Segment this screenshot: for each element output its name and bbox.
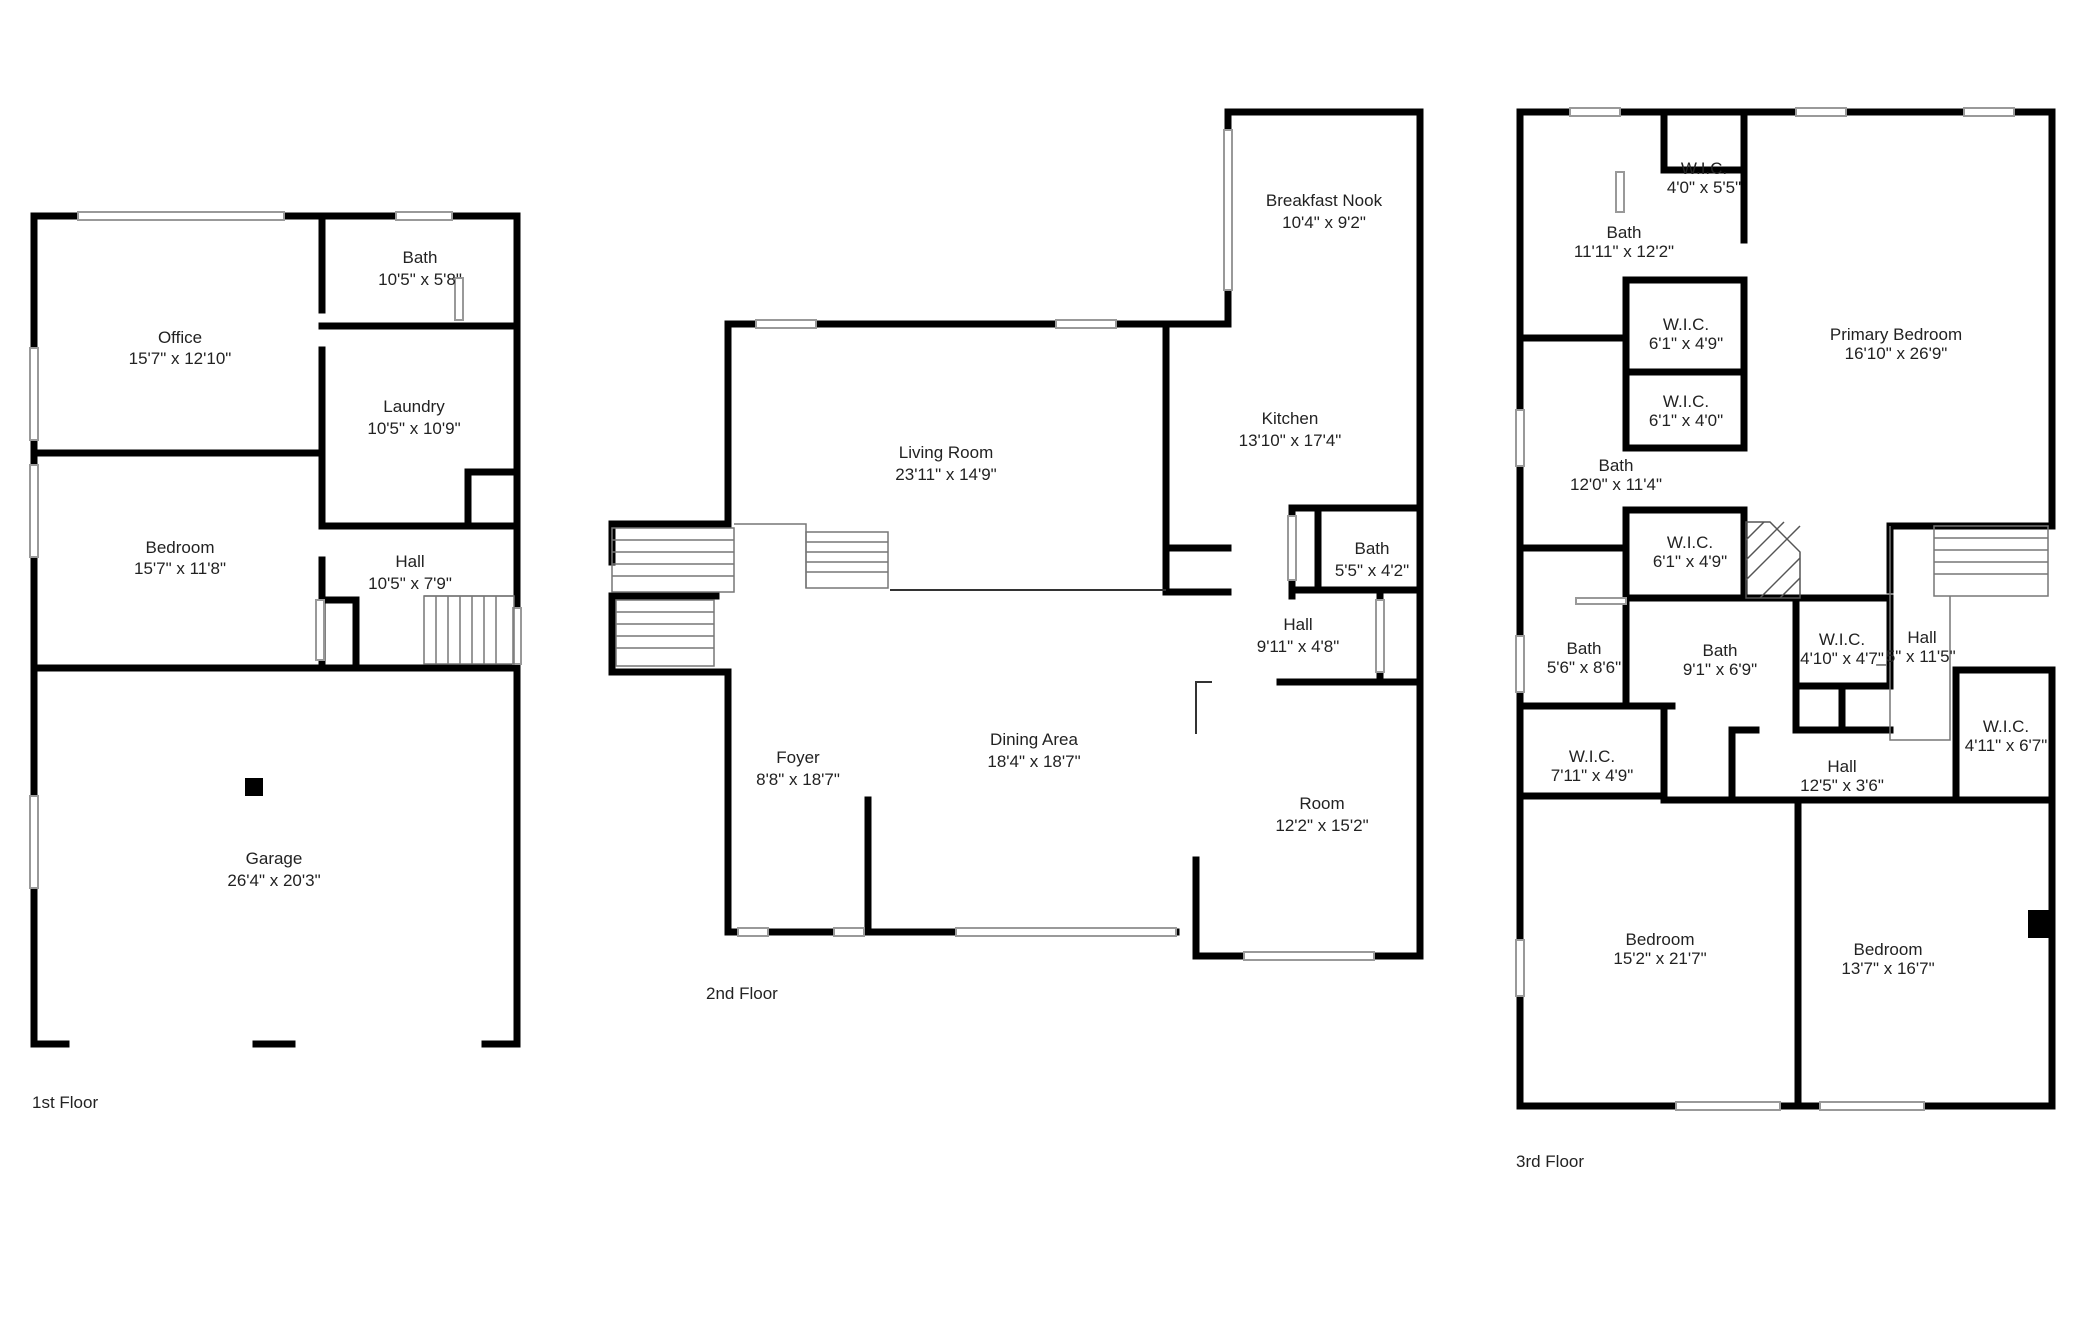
room-name: W.I.C. — [1667, 533, 1713, 552]
room-dims: 16'10" x 26'9" — [1845, 344, 1948, 363]
room-dims: 5'6" x 8'6" — [1547, 658, 1621, 677]
room-name: Bath — [1607, 223, 1642, 242]
room-name: Kitchen — [1262, 409, 1319, 428]
room-name: Hall — [1827, 757, 1856, 776]
room-dims: 11'11" x 12'2" — [1574, 242, 1674, 261]
first-floor-windows — [29, 211, 522, 889]
second-floor — [608, 108, 1424, 961]
room-dims: 7'11" x 4'9" — [1551, 766, 1634, 785]
room-name: Breakfast Nook — [1266, 191, 1383, 210]
room-dims: 26'4" x 20'3" — [227, 871, 320, 890]
room-dims: 12'5" x 3'6" — [1800, 776, 1884, 795]
room-name: Living Room — [899, 443, 994, 462]
room-dims: 23'11" x 14'9" — [895, 465, 996, 484]
first-floor-stairs — [423, 595, 515, 665]
room-dims: 12'0" x 11'4" — [1570, 475, 1662, 494]
room-dims: 4'11" x 6'7" — [1965, 736, 2048, 755]
room-name: Bath — [1703, 641, 1738, 660]
room-name: Bedroom — [146, 538, 215, 557]
room-dims: 13'10" x 17'4" — [1239, 431, 1342, 450]
floor-label: 1st Floor — [32, 1093, 98, 1112]
room-name: Bath — [1355, 539, 1390, 558]
room-dims: 6'1" x 4'9" — [1653, 552, 1727, 571]
room-name: Hall — [1907, 628, 1936, 647]
room-name: Bath — [1599, 456, 1634, 475]
room-dims: 13'7" x 16'7" — [1841, 959, 1934, 978]
room-dims: 15'2" x 21'7" — [1613, 949, 1706, 968]
room-dims: 10'5" x 5'8" — [378, 270, 462, 289]
room-dims: _5" x 11'5" — [1875, 647, 1955, 666]
room-dims: 18'4" x 18'7" — [987, 752, 1080, 771]
room-dims: 6'1" x 4'0" — [1649, 411, 1723, 430]
room-name: Bedroom — [1854, 940, 1923, 959]
third-floor-stairs — [1889, 525, 2049, 741]
room-dims: 10'5" x 7'9" — [368, 574, 452, 593]
room-name: Laundry — [383, 397, 445, 416]
room-dims: 5'5" x 4'2" — [1335, 561, 1409, 580]
second-floor-windows — [737, 129, 1385, 961]
garage-column — [245, 778, 263, 796]
room-dims: 4'10" x 4'7" — [1800, 649, 1884, 668]
room-name: Room — [1299, 794, 1344, 813]
room-dims: 12'2" x 15'2" — [1275, 816, 1368, 835]
room-dims: 9'11" x 4'8" — [1257, 637, 1340, 656]
room-name: Hall — [395, 552, 424, 571]
third-floor — [1515, 107, 2056, 1111]
room-name: Primary Bedroom — [1830, 325, 1962, 344]
room-name: W.I.C. — [1663, 315, 1709, 334]
room-dims: 6'1" x 4'9" — [1649, 334, 1723, 353]
first-floor — [29, 211, 522, 1048]
third-floor-fireplace — [1745, 521, 1801, 599]
room-dims: 10'5" x 10'9" — [367, 419, 460, 438]
second-floor-partial-walls — [890, 589, 1212, 734]
room-name: Foyer — [776, 748, 820, 767]
room-dims: 4'0" x 5'5" — [1667, 178, 1741, 197]
room-name: Bath — [403, 248, 438, 267]
room-name: W.I.C. — [1819, 630, 1865, 649]
floor-label: 3rd Floor — [1516, 1152, 1584, 1171]
first-floor-walls — [30, 212, 521, 1048]
floor-label: 2nd Floor — [706, 984, 778, 1003]
third-floor-walls — [1516, 108, 2056, 1110]
room-name: Office — [158, 328, 202, 347]
second-floor-stairs — [611, 523, 889, 667]
third-floor-windows — [1515, 107, 2015, 1111]
room-name: Garage — [246, 849, 303, 868]
room-name: Bedroom — [1626, 930, 1695, 949]
fireplace-block — [2028, 910, 2052, 938]
room-name: Bath — [1567, 639, 1602, 658]
room-name: W.I.C. — [1569, 747, 1615, 766]
room-name: W.I.C. — [1663, 392, 1709, 411]
room-name: W.I.C. — [1681, 159, 1727, 178]
room-dims: 15'7" x 11'8" — [134, 559, 226, 578]
room-dims: 9'1" x 6'9" — [1683, 660, 1757, 679]
room-dims: 10'4" x 9'2" — [1282, 213, 1366, 232]
room-name: Dining Area — [990, 730, 1078, 749]
room-name: W.I.C. — [1983, 717, 2029, 736]
room-dims: 8'8" x 18'7" — [756, 770, 840, 789]
room-dims: 15'7" x 12'10" — [129, 349, 232, 368]
room-name: Hall — [1283, 615, 1312, 634]
